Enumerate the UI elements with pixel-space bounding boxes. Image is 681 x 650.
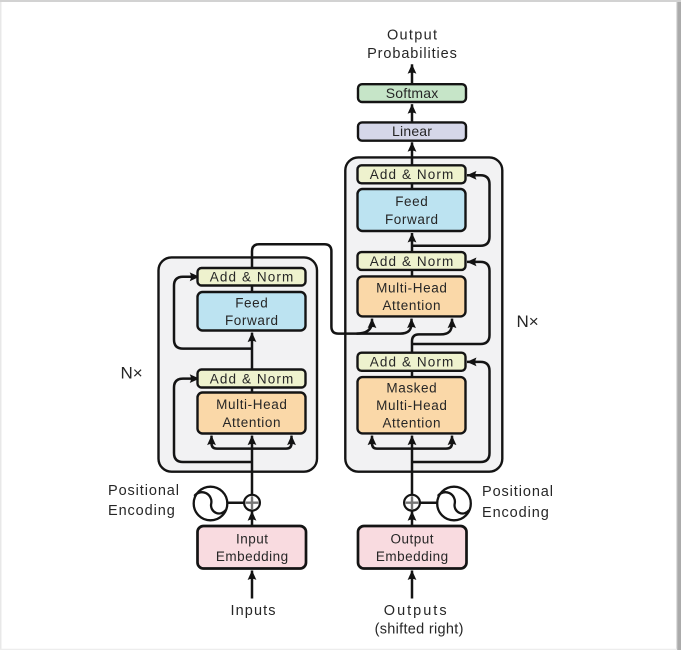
svg-text:Embedding: Embedding: [216, 549, 289, 564]
svg-text:Output: Output: [387, 28, 438, 44]
svg-text:Multi-Head: Multi-Head: [216, 397, 287, 412]
svg-text:Add & Norm: Add & Norm: [370, 254, 455, 269]
svg-text:Outputs: Outputs: [384, 603, 449, 619]
svg-text:Feed: Feed: [235, 295, 268, 310]
svg-text:Multi-Head: Multi-Head: [376, 281, 447, 296]
svg-text:Add & Norm: Add & Norm: [210, 270, 295, 285]
svg-text:Add & Norm: Add & Norm: [370, 167, 455, 182]
svg-text:Attention: Attention: [222, 415, 281, 430]
svg-text:Softmax: Softmax: [386, 85, 439, 101]
svg-text:Encoding: Encoding: [108, 503, 176, 519]
svg-text:Embedding: Embedding: [376, 549, 449, 564]
svg-text:Add & Norm: Add & Norm: [370, 355, 455, 370]
svg-text:N×: N×: [121, 363, 143, 382]
svg-text:Forward: Forward: [225, 313, 279, 328]
svg-text:Positional: Positional: [482, 484, 554, 500]
svg-text:Probabilities: Probabilities: [367, 46, 458, 62]
svg-text:N×: N×: [517, 312, 539, 331]
svg-text:Input: Input: [236, 532, 269, 547]
svg-text:Inputs: Inputs: [230, 603, 276, 619]
svg-text:Forward: Forward: [385, 212, 439, 227]
svg-text:Attention: Attention: [382, 298, 441, 313]
svg-text:Linear: Linear: [392, 123, 432, 139]
svg-text:Masked: Masked: [386, 380, 437, 395]
svg-text:Attention: Attention: [382, 416, 441, 431]
svg-text:Output: Output: [390, 532, 434, 547]
svg-text:Encoding: Encoding: [482, 505, 550, 521]
svg-text:Positional: Positional: [108, 483, 180, 499]
svg-text:Feed: Feed: [395, 194, 428, 209]
svg-text:(shifted right): (shifted right): [375, 622, 464, 638]
svg-text:Add & Norm: Add & Norm: [210, 372, 295, 387]
svg-text:Multi-Head: Multi-Head: [376, 398, 447, 413]
